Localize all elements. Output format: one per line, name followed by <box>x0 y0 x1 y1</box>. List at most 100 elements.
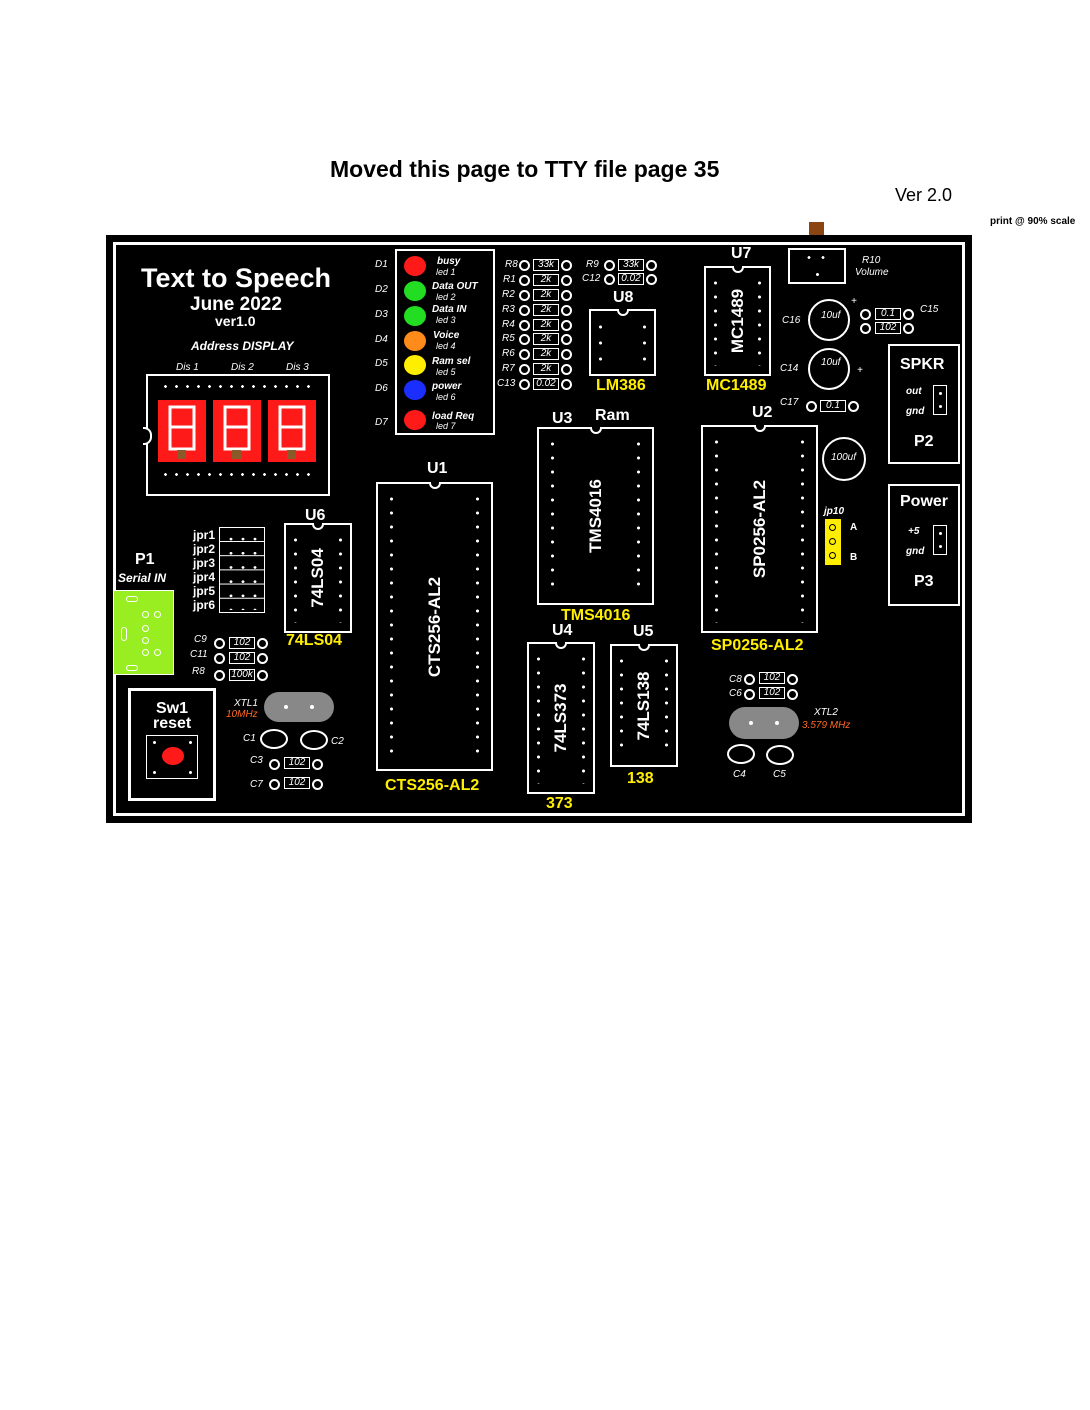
pad <box>561 260 572 271</box>
c16-ref: C16 <box>782 315 801 326</box>
u1-name: CTS256-AL2 <box>424 576 444 677</box>
pad <box>312 759 323 770</box>
u2-chip: SP0256-AL2 <box>701 425 818 633</box>
board-date: June 2022 <box>190 294 282 315</box>
u8-label: LM386 <box>596 377 646 394</box>
pad <box>519 320 530 331</box>
led-name: Data IN <box>432 304 467 315</box>
resistor: 33k <box>618 259 644 271</box>
pad <box>744 689 755 700</box>
u1-chip: CTS256-AL2 <box>376 482 493 771</box>
res-ref: R1 <box>503 274 516 285</box>
power-connector-block <box>888 484 960 606</box>
pad <box>744 674 755 685</box>
display-label: Dis 1 <box>176 362 199 373</box>
plus-sign: + <box>851 296 857 307</box>
led-ref: D2 <box>375 284 388 295</box>
display-label: Dis 2 <box>231 362 254 373</box>
pad <box>214 638 225 649</box>
pad <box>787 674 798 685</box>
pad <box>561 349 572 360</box>
pad <box>903 323 914 334</box>
pad <box>214 670 225 681</box>
led-name: power <box>432 381 462 392</box>
jumper-block <box>219 527 265 613</box>
pad <box>257 638 268 649</box>
pad <box>519 305 530 316</box>
pad <box>561 334 572 345</box>
u7-label: MC1489 <box>706 377 767 394</box>
res-ref: R2 <box>502 289 515 300</box>
pad <box>519 349 530 360</box>
address-display-label: Address DISPLAY <box>191 339 294 353</box>
spkr-pin2: gnd <box>906 406 925 417</box>
c1-ref: C1 <box>243 733 256 744</box>
led-ref: D7 <box>375 417 388 428</box>
cap-ref: C6 <box>729 688 742 699</box>
spkr-connector-block <box>888 344 960 464</box>
power-header <box>933 525 947 555</box>
u2-label: SP0256-AL2 <box>711 637 804 654</box>
jp10-b: B <box>850 552 858 563</box>
capacitor: 102 <box>875 322 901 334</box>
led-power <box>404 380 426 400</box>
cap-ref: C12 <box>582 273 601 284</box>
u5-ref: U5 <box>633 623 654 640</box>
pad <box>269 759 280 770</box>
cap-ref: C9 <box>194 634 207 645</box>
pad <box>787 689 798 700</box>
capacitor: 102 <box>284 777 310 789</box>
jumper-label: jpr1 <box>193 528 216 542</box>
power-ref: P3 <box>914 573 934 590</box>
reset-button[interactable] <box>146 735 198 779</box>
resistor: 2k <box>533 333 559 345</box>
cap-ref: C3 <box>250 755 263 766</box>
p1-ref: P1 <box>135 551 155 568</box>
u6-ref: U6 <box>305 507 326 524</box>
led-panel <box>395 249 495 435</box>
led-ref: D3 <box>375 309 388 320</box>
c4-capacitor <box>727 744 755 764</box>
led-ram-sel <box>404 355 426 375</box>
u7-name: MC1489 <box>727 288 747 354</box>
jumper-label: jpr2 <box>193 542 216 556</box>
c2-capacitor <box>300 730 328 750</box>
jp10-ref: jp10 <box>824 506 845 517</box>
r10-volume-pot <box>788 248 846 284</box>
spkr-ref: P2 <box>914 433 934 450</box>
c14-ref: C14 <box>780 363 799 374</box>
c14-value: 10uf <box>821 357 841 368</box>
power-title: Power <box>900 493 949 510</box>
res-ref: R8 <box>505 259 518 270</box>
capacitor: 102 <box>284 757 310 769</box>
jp10-a: A <box>850 522 858 533</box>
sw1-reset-block <box>128 688 216 801</box>
led-name: Voice <box>433 330 460 341</box>
u3-ref: U3 <box>552 410 573 427</box>
res-ref: R6 <box>502 348 515 359</box>
c1-capacitor <box>260 729 288 749</box>
seven-segment-digit <box>213 400 261 462</box>
display-label: Dis 3 <box>286 362 309 373</box>
resistor: 2k <box>533 274 559 286</box>
pad <box>561 305 572 316</box>
led-ref: D5 <box>375 358 388 369</box>
c14-capacitor <box>808 348 850 390</box>
pad <box>214 653 225 664</box>
pad <box>604 274 615 285</box>
res-ref: C13 <box>497 378 516 389</box>
u4-label: 373 <box>546 795 573 812</box>
res-ref: R7 <box>502 363 515 374</box>
spkr-title: SPKR <box>900 356 945 373</box>
led-voice <box>404 331 426 351</box>
led-busy <box>404 256 426 276</box>
led-load-req <box>404 410 426 430</box>
plus-sign: + <box>857 365 863 376</box>
jumper-label: jpr4 <box>193 570 216 584</box>
capacitor: 0.1 <box>875 308 901 320</box>
res-ref: R4 <box>502 319 515 330</box>
led-sub: led 2 <box>436 292 456 302</box>
led-ref: D1 <box>375 259 388 270</box>
u4-name: 74LS373 <box>551 683 570 753</box>
resistor: 2k <box>533 319 559 331</box>
